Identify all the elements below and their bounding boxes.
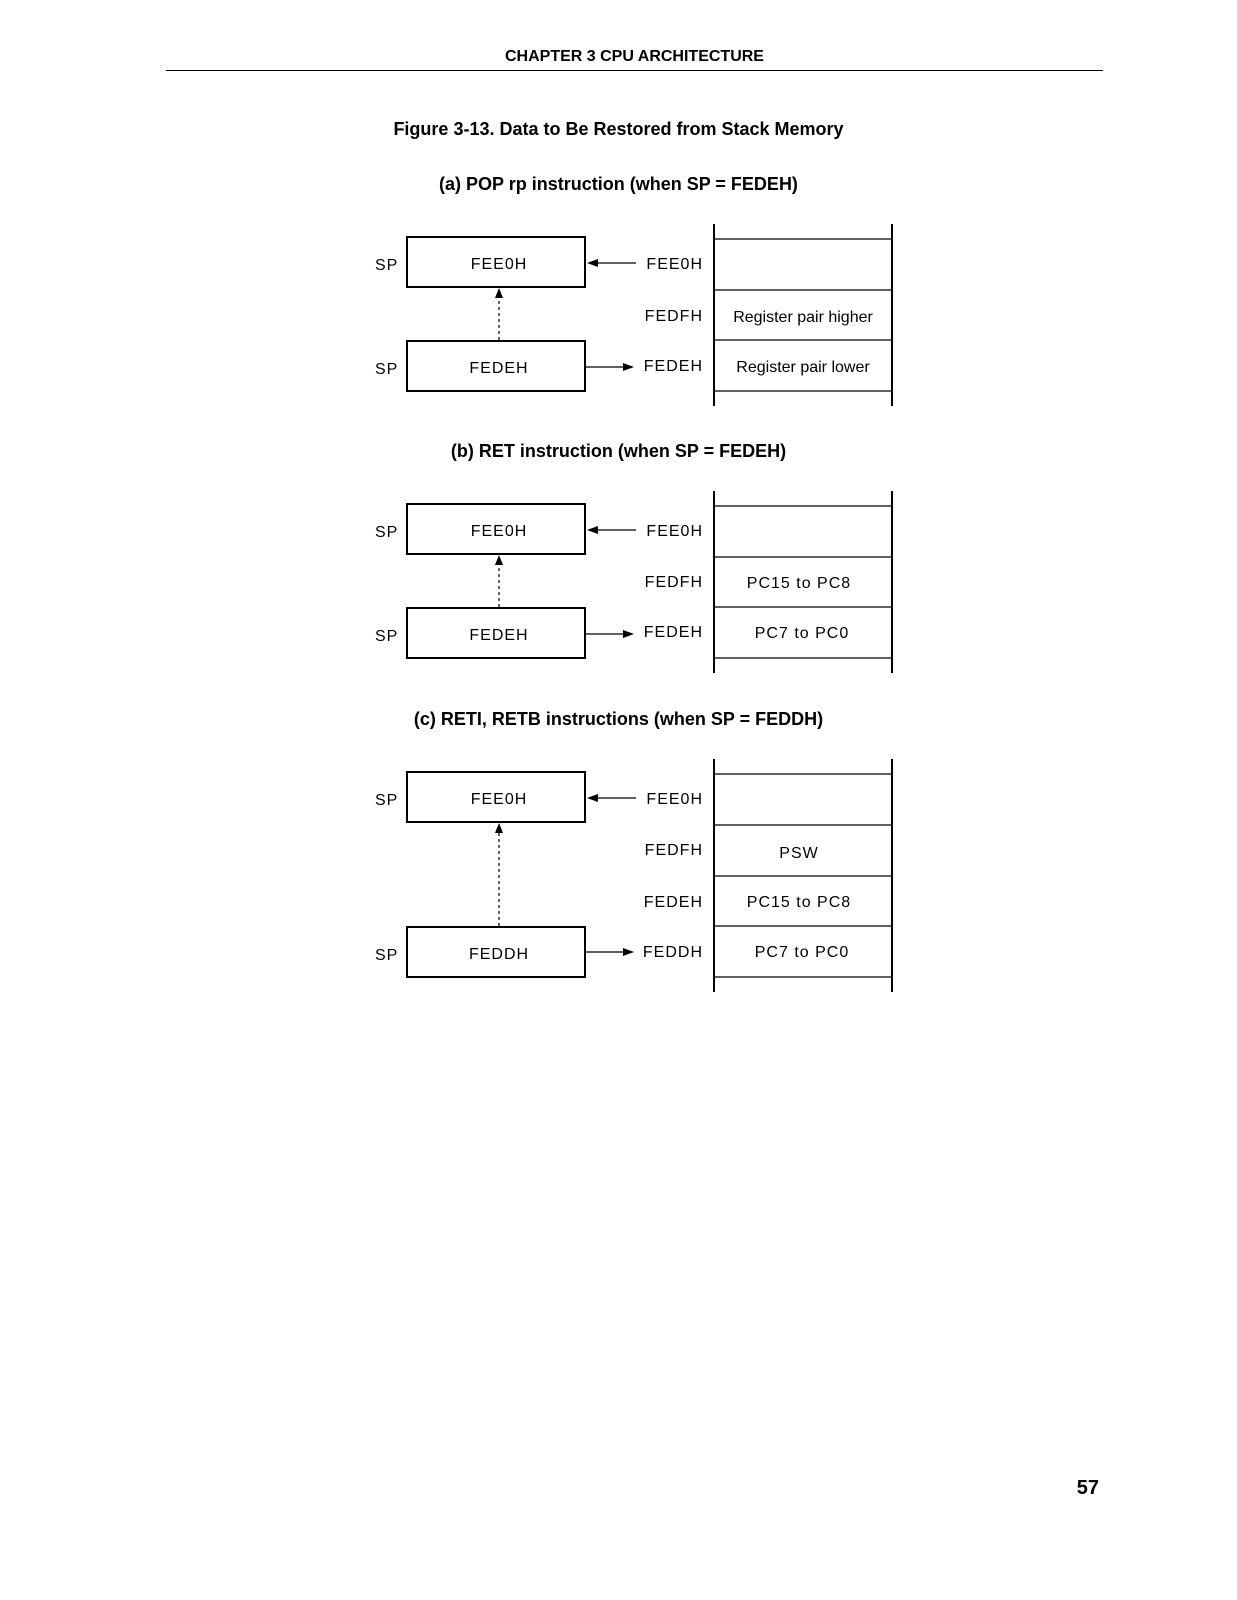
stack-cell-1: PSW (779, 845, 818, 862)
diagram-c-caption: (c) RETI, RETB instructions (when SP = F… (413, 709, 824, 729)
address-0: FEE0H (646, 256, 703, 273)
stack-cell-3: PC7 to PC0 (755, 944, 849, 961)
arrow-up-icon (495, 288, 503, 298)
sp-box-top-value: FEE0H (471, 791, 528, 808)
diagram-b: SP FEE0H SP FEDEH FEE0H FEDFH FEDEH PC15… (0, 487, 1237, 677)
diagram-b-caption: (b) RET instruction (when SP = FEDEH) (450, 441, 787, 461)
address-2: FEDEH (644, 894, 703, 911)
arrow-left-icon (587, 526, 598, 534)
diagram-a-caption: (a) POP rp instruction (when SP = FEDEH) (439, 174, 798, 194)
diagram-b-svg: SP FEE0H SP FEDEH FEE0H FEDFH FEDEH PC15… (375, 491, 893, 673)
arrow-right-icon (623, 363, 634, 371)
stack-cell-2: PC15 to PC8 (747, 894, 851, 911)
address-2: FEDEH (644, 624, 703, 641)
address-3: FEDDH (643, 944, 703, 961)
address-1: FEDFH (645, 308, 703, 325)
stack-cell-2: Register pair lower (736, 359, 870, 376)
address-2: FEDEH (644, 358, 703, 375)
diagram-c: SP FEE0H SP FEDDH FEE0H FEDFH FEDEH FEDD… (0, 755, 1237, 1000)
arrow-right-icon (623, 948, 634, 956)
sp-box-bottom-value: FEDEH (469, 360, 528, 377)
address-0: FEE0H (646, 791, 703, 808)
diagram-c-svg: SP FEE0H SP FEDDH FEE0H FEDFH FEDEH FEDD… (375, 759, 893, 992)
diagram-a-svg: SP FEE0H SP FEDEH FEE0H FEDFH FEDEH Regi… (375, 224, 893, 406)
sp-label-top: SP (375, 524, 398, 541)
chapter-title: CHAPTER 3 CPU ARCHITECTURE (505, 48, 764, 65)
arrow-up-icon (495, 555, 503, 565)
diagram-a: SP FEE0H SP FEDEH FEE0H FEDFH FEDEH Regi… (0, 220, 1237, 410)
arrow-up-icon (495, 823, 503, 833)
sp-box-top-value: FEE0H (471, 256, 528, 273)
sp-label-bottom: SP (375, 947, 398, 964)
sp-label-top: SP (375, 257, 398, 274)
sp-label-bottom: SP (375, 628, 398, 645)
stack-cell-2: PC7 to PC0 (755, 625, 849, 642)
chapter-header: CHAPTER 3 CPU ARCHITECTURE (166, 48, 1103, 71)
sp-box-top (406, 503, 586, 555)
arrow-left-icon (587, 259, 598, 267)
sp-box-bottom (406, 340, 586, 392)
sp-box-bottom (406, 926, 586, 978)
sp-box-top-value: FEE0H (471, 523, 528, 540)
sp-label-bottom: SP (375, 361, 398, 378)
stack-cell-1: PC15 to PC8 (747, 575, 851, 592)
figure-title: Figure 3-13. Data to Be Restored from St… (393, 119, 844, 139)
page-number: 57 (1076, 1477, 1099, 1499)
arrow-right-icon (623, 630, 634, 638)
sp-box-bottom-value: FEDDH (469, 946, 529, 963)
sp-box-bottom-value: FEDEH (469, 627, 528, 644)
sp-box-top (406, 771, 586, 823)
address-1: FEDFH (645, 574, 703, 591)
sp-label-top: SP (375, 792, 398, 809)
address-0: FEE0H (646, 523, 703, 540)
sp-box-bottom (406, 607, 586, 659)
stack-cell-1: Register pair higher (733, 309, 873, 326)
arrow-left-icon (587, 794, 598, 802)
address-1: FEDFH (645, 842, 703, 859)
sp-box-top (406, 236, 586, 288)
